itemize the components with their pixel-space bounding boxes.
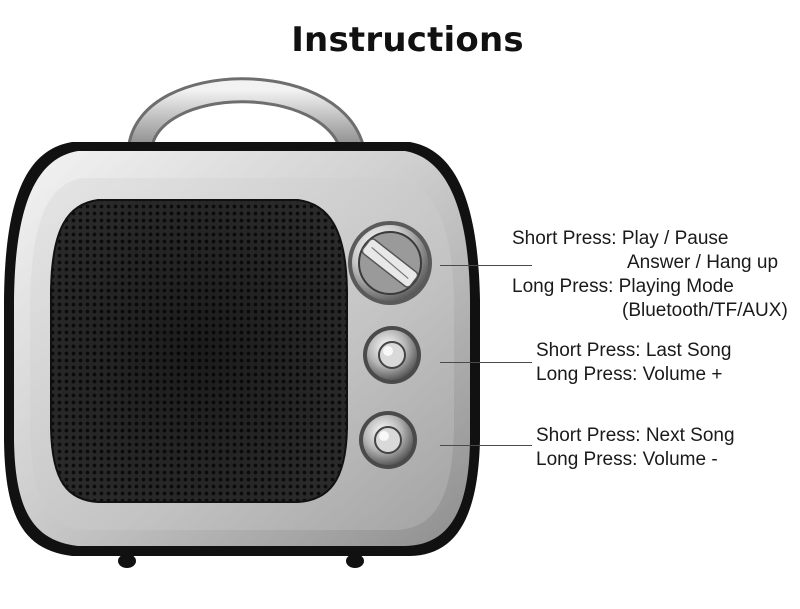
callout-line-knob — [440, 265, 532, 266]
last-song-long-press: Long Press: Volume + — [536, 364, 723, 385]
knob-instructions: Short Press: Play / Pause Answer / Hang … — [512, 227, 788, 323]
knob-long-press-modes: (Bluetooth/TF/AUX) — [622, 300, 788, 321]
next-song-button[interactable] — [359, 411, 417, 469]
next-song-short-press: Short Press: Next Song — [536, 425, 735, 446]
next-song-long-press: Long Press: Volume - — [536, 449, 718, 470]
last-song-instructions: Short Press: Last Song Long Press: Volum… — [536, 339, 731, 387]
play-pause-knob[interactable] — [348, 221, 432, 305]
last-song-button[interactable] — [363, 326, 421, 384]
right-foot — [346, 554, 364, 568]
left-foot — [118, 554, 136, 568]
knob-long-press: Long Press: Playing Mode — [512, 276, 734, 297]
last-song-short-press: Short Press: Last Song — [536, 340, 732, 361]
speaker-grille — [50, 199, 348, 503]
next-song-instructions: Short Press: Next Song Long Press: Volum… — [536, 424, 735, 472]
callout-line-last-song — [440, 362, 532, 363]
handle — [127, 77, 365, 161]
knob-short-press-alt: Answer / Hang up — [627, 252, 779, 273]
knob-short-press: Short Press: Play / Pause — [512, 228, 729, 249]
page-title: Instructions — [291, 20, 524, 60]
callout-line-next-song — [440, 445, 532, 446]
